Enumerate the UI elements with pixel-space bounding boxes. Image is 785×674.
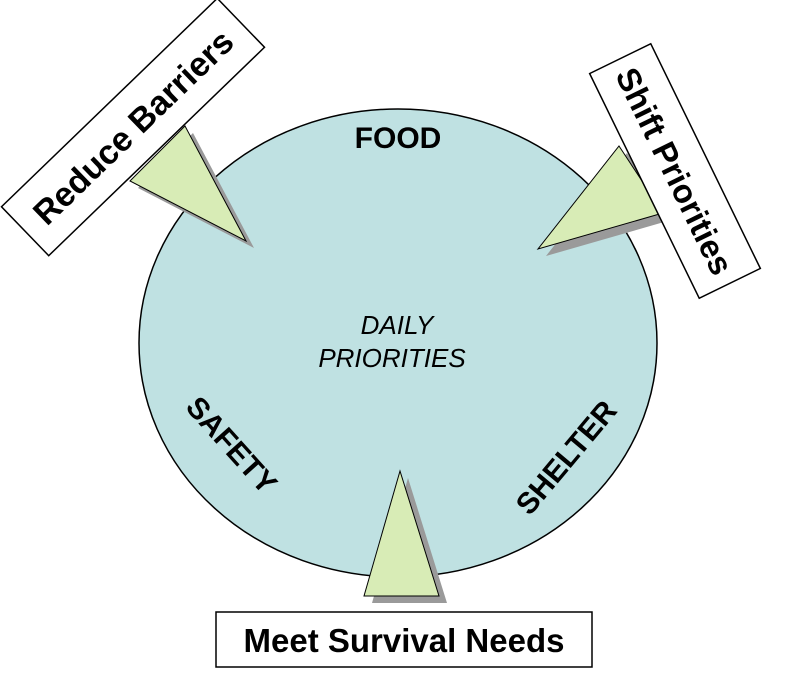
center-label-line1: DAILY [361, 310, 435, 340]
meet-survival-needs-box: Meet Survival Needs [215, 611, 593, 668]
reduce-barriers-arrow [129, 125, 248, 243]
center-label-line2: PRIORITIES [318, 343, 466, 373]
meet-survival-needs-label: Meet Survival Needs [244, 622, 565, 659]
food-label: FOOD [355, 122, 442, 155]
meet-survival-needs-arrow [363, 469, 440, 597]
